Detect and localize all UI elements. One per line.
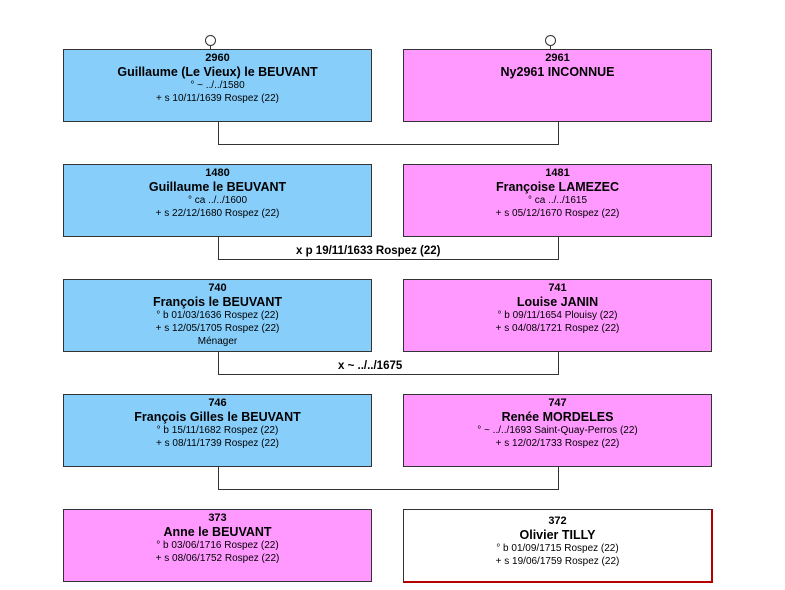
person-number: 2960 [205, 52, 230, 64]
person-box-373[interactable]: 373 Anne le BEUVANT ° b 03/06/1716 Rospe… [63, 509, 372, 582]
person-box-741[interactable]: 741 Louise JANIN ° b 09/11/1654 Plouisy … [403, 279, 712, 352]
person-name: Guillaume (Le Vieux) le BEUVANT [117, 65, 318, 79]
person-birth: ° b 01/03/1636 Rospez (22) [156, 310, 279, 321]
person-occupation: Ménager [197, 336, 238, 347]
connector-line [218, 352, 219, 374]
person-death: + s 19/06/1759 Rospez (22) [495, 556, 620, 567]
person-box-1480[interactable]: 1480 Guillaume le BEUVANT ° ca ../../160… [63, 164, 372, 237]
person-name: Guillaume le BEUVANT [148, 180, 287, 194]
person-death: + s 12/05/1705 Rospez (22) [155, 323, 280, 334]
person-number: 372 [548, 515, 567, 527]
connector-line [218, 122, 219, 144]
person-box-2960[interactable]: 2960 Guillaume (Le Vieux) le BEUVANT ° ~… [63, 49, 372, 122]
person-death: + s 10/11/1639 Rospez (22) [156, 93, 279, 104]
person-death: + s 08/06/1752 Rospez (22) [155, 553, 280, 564]
connector-line [550, 46, 551, 49]
couple-connector [218, 489, 559, 490]
connector-line [558, 237, 559, 259]
person-birth: ° ca ../../1615 [527, 195, 588, 206]
ancestor-marker-circle [545, 35, 556, 46]
person-birth: ° ~ ../../1580 [190, 80, 245, 91]
person-birth: ° b 09/11/1654 Plouisy (22) [497, 310, 618, 321]
person-name: François Gilles le BEUVANT [134, 410, 301, 424]
marriage-label: x ~ ../../1675 [338, 360, 403, 372]
person-name: Françoise LAMEZEC [496, 180, 619, 194]
connector-line [210, 46, 211, 49]
person-box-747[interactable]: 747 Renée MORDELES ° ~ ../../1693 Saint-… [403, 394, 712, 467]
person-death: + s 04/08/1721 Rospez (22) [495, 323, 620, 334]
person-number: 373 [208, 512, 227, 524]
person-box-1481[interactable]: 1481 Françoise LAMEZEC ° ca ../../1615 +… [403, 164, 712, 237]
person-birth: ° b 15/11/1682 Rospez (22) [156, 425, 279, 436]
connector-line [218, 467, 219, 489]
person-name: Renée MORDELES [501, 410, 614, 424]
person-name: Louise JANIN [516, 295, 599, 309]
person-box-746[interactable]: 746 François Gilles le BEUVANT ° b 15/11… [63, 394, 372, 467]
person-number: 747 [548, 397, 567, 409]
ancestor-marker-circle [205, 35, 216, 46]
person-box-2961[interactable]: 2961 Ny2961 INCONNUE [403, 49, 712, 122]
connector-line [558, 352, 559, 374]
person-death: + s 08/11/1739 Rospez (22) [156, 438, 279, 449]
person-number: 1481 [545, 167, 570, 179]
person-name: Olivier TILLY [519, 528, 596, 542]
person-name: Ny2961 INCONNUE [500, 65, 615, 79]
couple-connector [218, 144, 559, 145]
person-name: Anne le BEUVANT [163, 525, 272, 539]
person-number: 741 [548, 282, 567, 294]
connector-line [558, 467, 559, 489]
person-number: 1480 [205, 167, 230, 179]
person-death: + s 05/12/1670 Rospez (22) [495, 208, 620, 219]
connector-line [558, 122, 559, 144]
couple-connector [218, 374, 559, 375]
connector-line [218, 237, 219, 259]
person-birth: ° ~ ../../1693 Saint-Quay-Perros (22) [477, 425, 638, 436]
person-box-372[interactable]: 372 Olivier TILLY ° b 01/09/1715 Rospez … [403, 509, 713, 583]
person-birth: ° ca ../../1600 [187, 195, 248, 206]
person-birth: ° b 01/09/1715 Rospez (22) [496, 543, 619, 554]
person-death: + s 12/02/1733 Rospez (22) [495, 438, 620, 449]
person-number: 2961 [545, 52, 570, 64]
person-birth: ° b 03/06/1716 Rospez (22) [156, 540, 279, 551]
person-number: 746 [208, 397, 227, 409]
person-death: + s 22/12/1680 Rospez (22) [155, 208, 280, 219]
person-box-740[interactable]: 740 François le BEUVANT ° b 01/03/1636 R… [63, 279, 372, 352]
person-name: François le BEUVANT [153, 295, 282, 309]
marriage-label: x p 19/11/1633 Rospez (22) [296, 245, 441, 257]
person-number: 740 [208, 282, 227, 294]
couple-connector [218, 259, 559, 260]
